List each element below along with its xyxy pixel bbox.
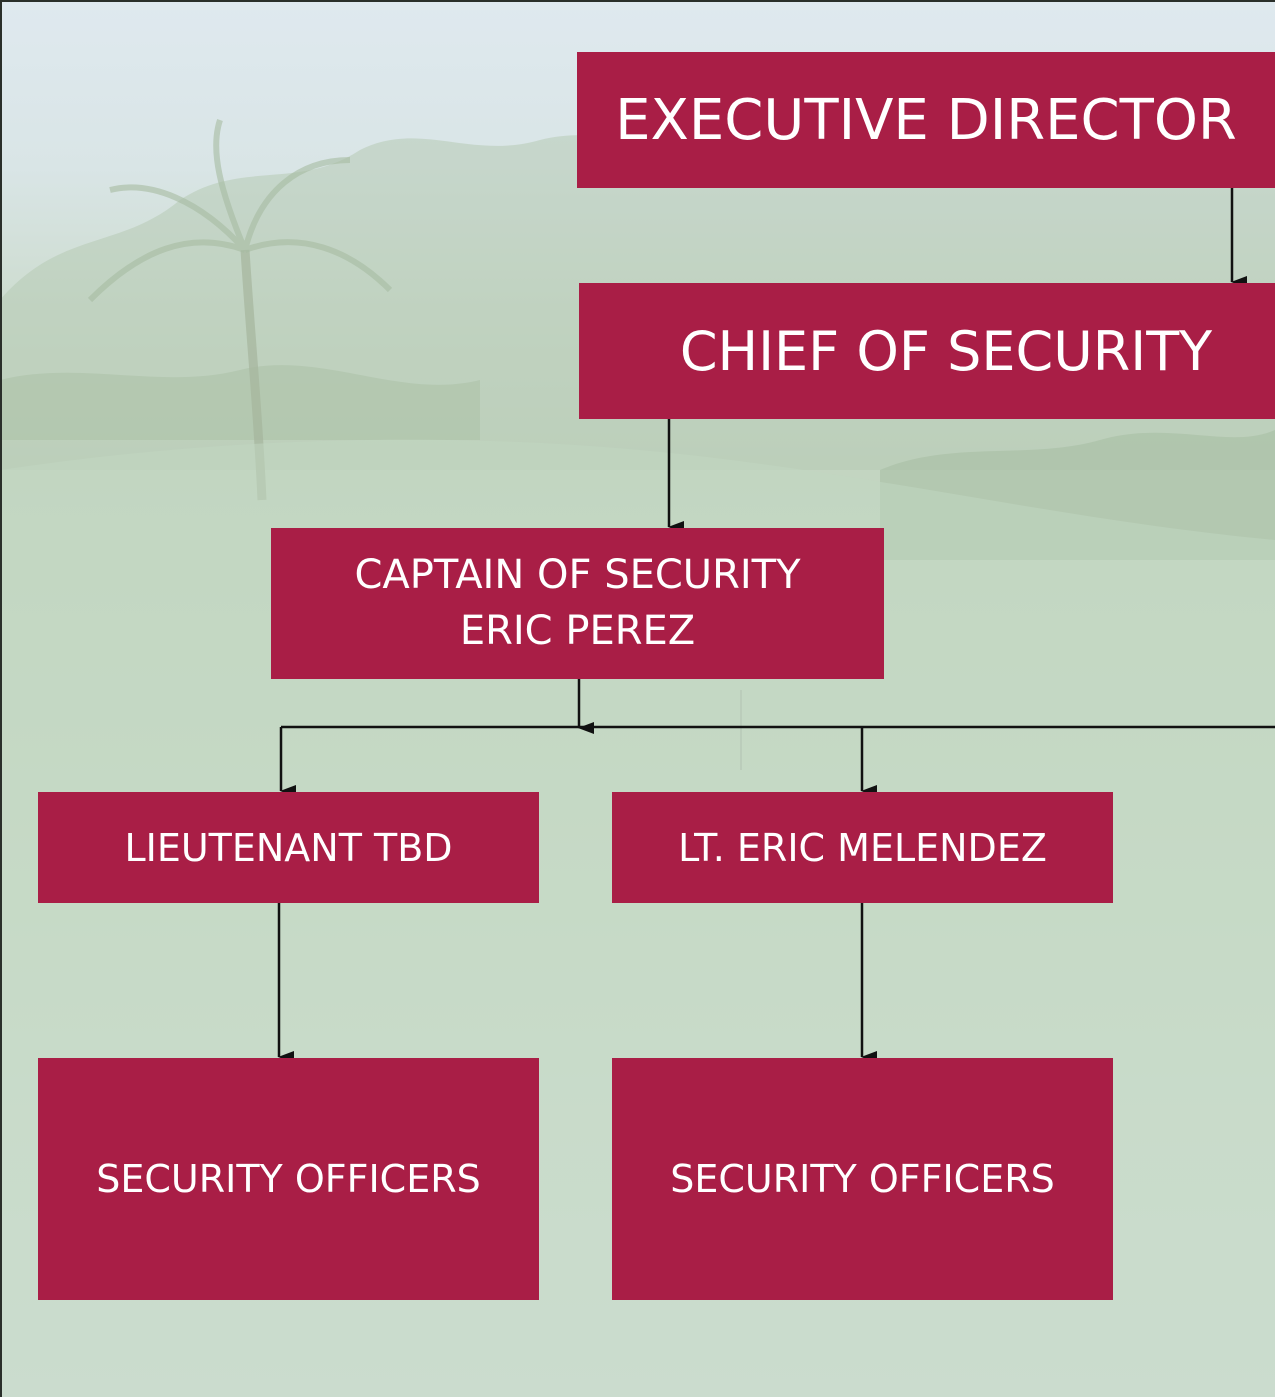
security-officers-right-title: SECURITY OFFICERS (670, 1157, 1055, 1201)
lieutenant-melendez-title: LT. ERIC MELENDEZ (678, 825, 1047, 870)
executive-director-title: EXECUTIVE DIRECTOR (615, 87, 1237, 153)
captain-title: CAPTAIN OF SECURITY (354, 552, 801, 599)
security-officers-box-left: SECURITY OFFICERS (38, 1058, 539, 1300)
captain-of-security-box: CAPTAIN OF SECURITY ERIC PEREZ (271, 528, 884, 679)
captain-name: ERIC PEREZ (459, 607, 696, 654)
security-officers-left-title: SECURITY OFFICERS (96, 1157, 481, 1201)
chief-of-security-title: CHIEF OF SECURITY (679, 319, 1213, 383)
security-officers-box-right: SECURITY OFFICERS (612, 1058, 1113, 1300)
executive-director-box: EXECUTIVE DIRECTOR (577, 52, 1275, 188)
chief-of-security-box: CHIEF OF SECURITY (579, 283, 1275, 419)
lieutenant-melendez-box: LT. ERIC MELENDEZ (612, 792, 1113, 903)
lieutenant-tbd-box: LIEUTENANT TBD (38, 792, 539, 903)
lieutenant-tbd-title: LIEUTENANT TBD (124, 825, 453, 870)
